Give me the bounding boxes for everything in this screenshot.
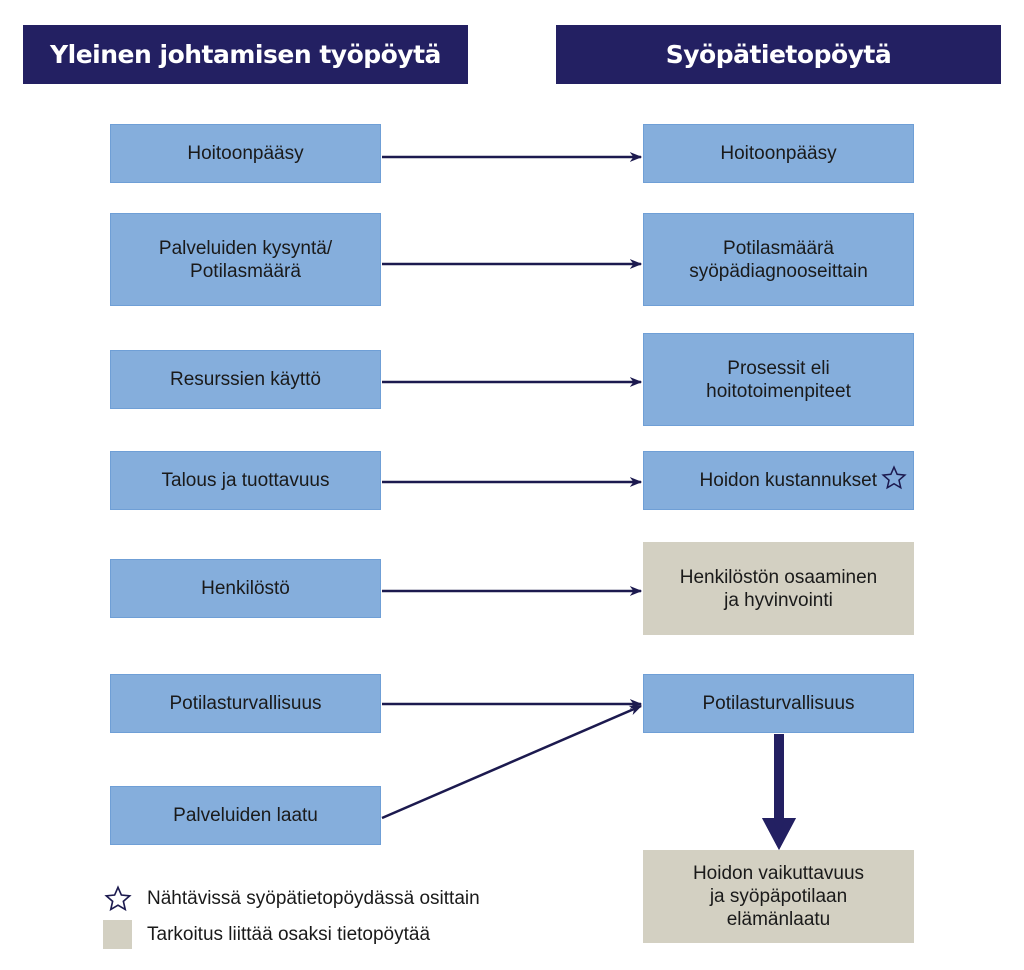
right-box-potilasturvallisuus: Potilasturvallisuus: [643, 674, 914, 733]
star-icon: [103, 885, 132, 913]
box-label: Hoidon vaikuttavuus ja syöpäpotilaan elä…: [692, 863, 865, 930]
legend-item-planned: Tarkoitus liittää osaksi tietopöytää: [103, 920, 430, 949]
left-box-resurssien-kaytto: Resurssien käyttö: [110, 350, 381, 409]
box-label: Henkilöstö: [201, 578, 290, 599]
arrow-palveluiden-laatu: [381, 704, 643, 820]
right-box-potilasmaara: Potilasmäärä syöpädiagnooseittain: [643, 213, 914, 306]
right-box-henkiloston-osaaminen: Henkilöstön osaaminen ja hyvinvointi: [643, 542, 914, 635]
box-label: Hoidon kustannukset: [699, 470, 877, 491]
box-label: Potilasmäärä syöpädiagnooseittain: [689, 237, 868, 282]
header-left-label: Yleinen johtamisen työpöytä: [50, 40, 441, 69]
star-icon: [881, 464, 907, 497]
box-label: Talous ja tuottavuus: [161, 470, 330, 491]
left-box-palveluiden-laatu: Palveluiden laatu: [110, 786, 381, 845]
box-label: Hoitoonpääsy: [187, 143, 304, 164]
box-label: Palveluiden laatu: [173, 805, 318, 826]
box-label: Hoitoonpääsy: [720, 143, 837, 164]
box-label: Potilasturvallisuus: [169, 693, 322, 714]
box-label: Potilasturvallisuus: [702, 693, 855, 714]
box-label: Prosessit eli hoitotoimenpiteet: [706, 357, 851, 402]
left-box-henkilosto: Henkilöstö: [110, 559, 381, 618]
left-box-potilasturvallisuus: Potilasturvallisuus: [110, 674, 381, 733]
header-right-label: Syöpätietopöytä: [665, 40, 892, 69]
right-box-prosessit: Prosessit eli hoitotoimenpiteet: [643, 333, 914, 426]
legend-label: Tarkoitus liittää osaksi tietopöytää: [147, 923, 431, 945]
thick-down-arrow: [762, 734, 796, 850]
box-label: Resurssien käyttö: [169, 369, 321, 390]
right-box-hoidon-vaikuttavuus: Hoidon vaikuttavuus ja syöpäpotilaan elä…: [643, 850, 914, 943]
box-label: Palveluiden kysyntä/ Potilasmäärä: [158, 237, 333, 282]
left-box-talous: Talous ja tuottavuus: [110, 451, 381, 510]
header-cancer-dashboard: Syöpätietopöytä: [556, 25, 1001, 84]
legend-item-partial: Nähtävissä syöpätietopöydässä osittain: [103, 885, 480, 913]
right-box-hoidon-kustannukset: Hoidon kustannukset: [643, 451, 914, 510]
legend-label: Nähtävissä syöpätietopöydässä osittain: [147, 888, 480, 909]
left-box-hoitoonpaasy: Hoitoonpääsy: [110, 124, 381, 183]
box-label: Henkilöstön osaaminen ja hyvinvointi: [679, 566, 878, 611]
right-box-hoitoonpaasy: Hoitoonpääsy: [643, 124, 914, 183]
header-general-management-dashboard: Yleinen johtamisen työpöytä: [23, 25, 468, 84]
beige-swatch: [103, 920, 132, 949]
left-box-palveluiden-kysynta: Palveluiden kysyntä/ Potilasmäärä: [110, 213, 381, 306]
